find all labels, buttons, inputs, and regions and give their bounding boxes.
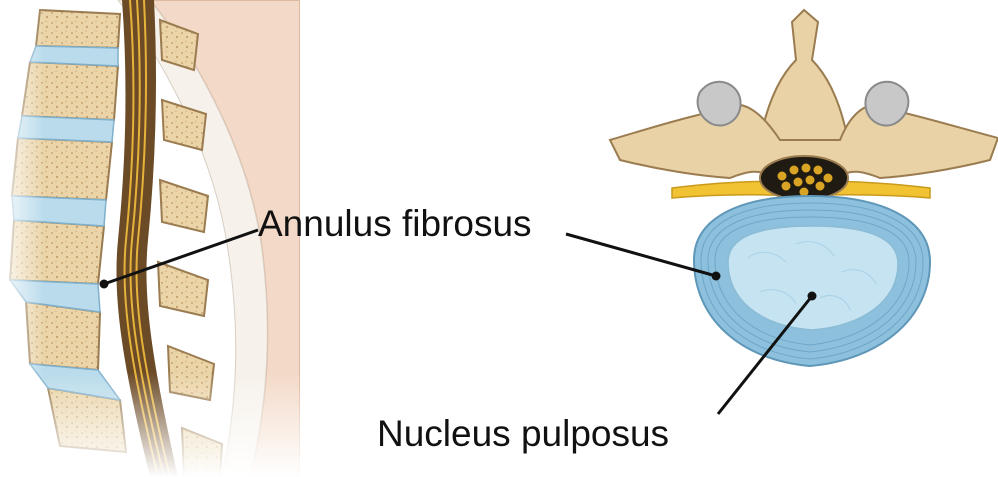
right-facet-joint <box>865 82 908 126</box>
axial-vertebra-illustration <box>610 10 998 366</box>
nucleus-pulposus-label: Nucleus pulposus <box>377 413 669 454</box>
spinous-process <box>760 10 848 140</box>
annulus-marker-spine <box>100 280 109 289</box>
left-facet-joint <box>698 82 741 126</box>
nucleus-marker <box>808 292 817 301</box>
annulus-marker-disc <box>712 272 721 281</box>
annulus-fibrosus-label: Annulus fibrosus <box>258 203 532 244</box>
sagittal-spine-illustration <box>0 0 300 477</box>
